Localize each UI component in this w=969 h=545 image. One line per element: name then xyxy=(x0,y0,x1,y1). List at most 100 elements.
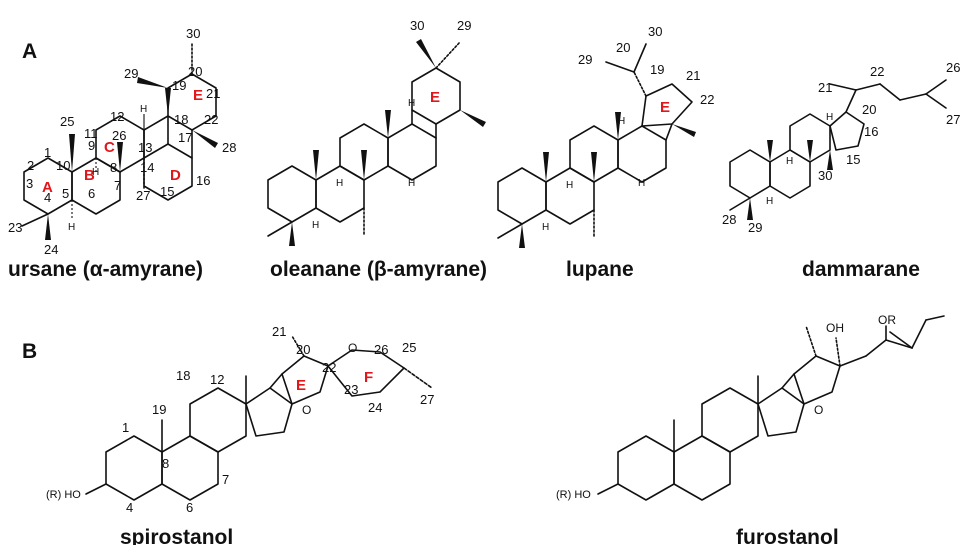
ursane-c3: 3 xyxy=(26,176,33,191)
ursane-c19: 19 xyxy=(172,78,186,93)
spiro-r-ho: (R) HO xyxy=(46,489,81,501)
lupane-ring-e: E xyxy=(660,99,670,116)
spiro-c23: 23 xyxy=(344,382,358,397)
dammarane-c29: 29 xyxy=(748,220,762,235)
ursane-c15: 15 xyxy=(160,184,174,199)
dammarane-c26: 26 xyxy=(946,60,960,75)
spiro-c6: 6 xyxy=(186,500,193,515)
spiro-o-ring-f: O xyxy=(348,341,357,355)
furo-oh: OH xyxy=(826,321,844,335)
dammarane-structure: H H H 21 22 26 27 20 16 15 30 28 29 xyxy=(722,60,960,235)
ursane-c28: 28 xyxy=(222,140,236,155)
panel-label-b: B xyxy=(22,340,37,363)
ursane-c26: 26 xyxy=(112,128,126,143)
ursane-c20: 20 xyxy=(188,64,202,79)
spiro-ring-f: F xyxy=(364,369,373,386)
ursane-c27: 27 xyxy=(136,188,150,203)
ursane-c8: 8 xyxy=(110,160,117,175)
dammarane-c30: 30 xyxy=(818,168,832,183)
spiro-c19: 19 xyxy=(152,402,166,417)
ursane-ring-e: E xyxy=(193,87,203,104)
ursane-h-13: H xyxy=(140,104,147,115)
ursane-c1: 1 xyxy=(44,145,51,160)
spiro-c8: 8 xyxy=(162,456,169,471)
spiro-c4: 4 xyxy=(126,500,133,515)
oleanane-c29: 29 xyxy=(457,18,471,33)
furo-r-ho: (R) HO xyxy=(556,489,591,501)
ursane-c12: 12 xyxy=(110,109,124,124)
dammarane-c27: 27 xyxy=(946,112,960,127)
spiro-c27: 27 xyxy=(420,392,434,407)
spiro-c1: 1 xyxy=(122,420,129,435)
oleanane-structure: H H H H E 30 29 xyxy=(267,18,486,246)
ursane-c25: 25 xyxy=(60,114,74,129)
spiro-c25: 25 xyxy=(402,340,416,355)
ursane-c30: 30 xyxy=(186,26,200,41)
dammarane-h-5: H xyxy=(766,196,773,207)
furo-o-ring: O xyxy=(814,403,823,417)
dammarane-c22: 22 xyxy=(870,64,884,79)
ursane-h-9: H xyxy=(92,167,99,178)
dammarane-h-13: H xyxy=(826,112,833,123)
furo-or: OR xyxy=(878,313,896,327)
ursane-c21: 21 xyxy=(206,86,220,101)
ursane-c5: 5 xyxy=(62,186,69,201)
ursane-c13: 13 xyxy=(138,140,152,155)
ursane-c22: 22 xyxy=(204,112,218,127)
spirostanol-name: spirostanol xyxy=(120,526,233,545)
dammarane-name: dammarane xyxy=(802,258,920,281)
oleanane-h-5: H xyxy=(312,220,319,231)
ursane-c9: 9 xyxy=(88,138,95,153)
spiro-c20: 20 xyxy=(296,342,310,357)
lupane-h-13: H xyxy=(618,116,625,127)
ursane-c11: 11 xyxy=(84,126,98,141)
spiro-c21: 21 xyxy=(272,324,286,339)
panel-label-a: A xyxy=(22,40,37,63)
lupane-c19: 19 xyxy=(650,62,664,77)
oleanane-h-18: H xyxy=(408,98,415,109)
lupane-name: lupane xyxy=(566,258,634,281)
spiro-c12: 12 xyxy=(210,372,224,387)
lupane-c20: 20 xyxy=(616,40,630,55)
dammarane-c28: 28 xyxy=(722,212,736,227)
oleanane-h-9: H xyxy=(336,178,343,189)
dammarane-c20: 20 xyxy=(862,102,876,117)
spiro-c24: 24 xyxy=(368,400,382,415)
spiro-c22: 22 xyxy=(322,360,336,375)
dammarane-c16: 16 xyxy=(864,124,878,139)
ursane-c29: 29 xyxy=(124,66,138,81)
ursane-c7: 7 xyxy=(114,178,121,193)
ursane-c16: 16 xyxy=(196,173,210,188)
lupane-h-9: H xyxy=(566,180,573,191)
ursane-ring-d: D xyxy=(170,167,181,184)
ursane-c17: 17 xyxy=(178,130,192,145)
oleanane-h-13: H xyxy=(408,178,415,189)
ursane-c10: 10 xyxy=(56,158,70,173)
ursane-c24: 24 xyxy=(44,242,58,257)
ursane-ring-b: B xyxy=(84,167,95,184)
spiro-ring-e: E xyxy=(296,377,306,394)
lupane-c29: 29 xyxy=(578,52,592,67)
lupane-c30: 30 xyxy=(648,24,662,39)
lupane-structure: H H H H E 30 20 29 19 21 22 xyxy=(497,24,714,248)
ursane-c4: 4 xyxy=(44,190,51,205)
spiro-c26: 26 xyxy=(374,342,388,357)
ursane-ring-c: C xyxy=(104,139,115,156)
lupane-c21: 21 xyxy=(686,68,700,83)
lupane-h-5: H xyxy=(542,222,549,233)
ursane-c14: 14 xyxy=(140,160,154,175)
ursane-h-5: H xyxy=(68,222,75,233)
ursane-ring-a: A xyxy=(42,179,53,196)
ursane-c2: 2 xyxy=(27,158,34,173)
dammarane-c15: 15 xyxy=(846,152,860,167)
ursane-c6: 6 xyxy=(88,186,95,201)
dammarane-h-9: H xyxy=(786,156,793,167)
spiro-c7: 7 xyxy=(222,472,229,487)
spirostanol-structure: (R) HO O O E F 21 20 22 26 25 23 24 27 1… xyxy=(46,324,434,515)
dammarane-c21: 21 xyxy=(818,80,832,95)
ursane-structure: A B C D E H H H 1 2 3 4 5 6 7 8 9 10 11 … xyxy=(8,26,236,257)
spiro-o-ring-e: O xyxy=(302,403,311,417)
furostanol-name: furostanol xyxy=(736,526,839,545)
furostanol-structure: (R) HO O OH OR xyxy=(556,313,945,501)
